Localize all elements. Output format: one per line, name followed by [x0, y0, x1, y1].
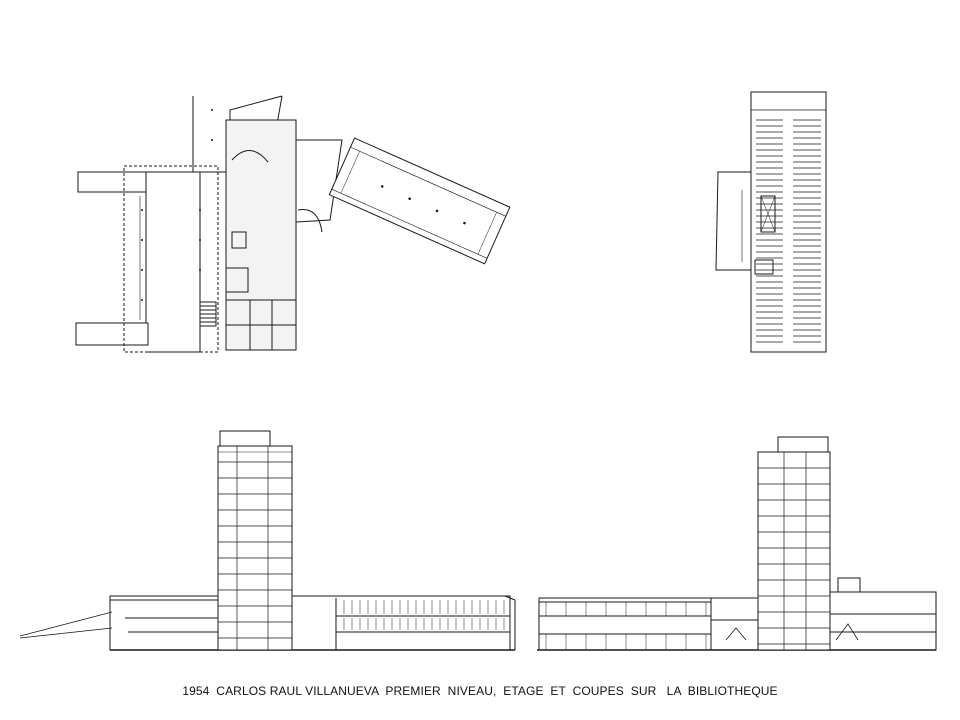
etage-stacks	[756, 120, 821, 342]
coupe1-right-end	[505, 596, 515, 600]
coupe1-tower-top	[220, 431, 270, 446]
coupe1-ramp	[20, 612, 112, 636]
etage-stair	[755, 260, 773, 274]
plan-central-block	[226, 120, 296, 350]
coupe1-right-block	[292, 596, 510, 650]
coupe2-annex-stair	[836, 624, 858, 640]
coupe1-left-wing	[110, 596, 218, 650]
plan-connector-curve	[298, 209, 322, 232]
coupe-2	[537, 437, 936, 650]
coupe1-tower	[218, 446, 292, 650]
plan-curved-wall	[232, 150, 268, 162]
plan-rotated-wing	[329, 138, 510, 264]
coupe2-stair	[726, 628, 746, 640]
coupe2-tower-floors	[758, 468, 830, 644]
plan-left-wing-dashed	[124, 166, 218, 352]
coupe2-right-annex	[830, 592, 936, 650]
plan-stair-core-2	[226, 268, 248, 292]
coupe2-annex-top	[838, 578, 860, 592]
etage-core	[761, 196, 775, 232]
etage-annex	[716, 172, 751, 270]
plan-left-wing	[146, 172, 200, 352]
coupe2-tower-top	[778, 437, 828, 452]
drawing-caption: 1954 CARLOS RAUL VILLANUEVA PREMIER NIVE…	[182, 684, 778, 698]
plan-columns	[141, 109, 213, 301]
coupe2-left-block	[539, 598, 711, 650]
plan-stair	[200, 302, 216, 326]
coupe1-windows	[344, 600, 504, 630]
coupe2-windows	[546, 602, 706, 650]
plan-stair-core	[232, 232, 246, 248]
plan-left-band-top	[78, 172, 146, 192]
plan-premier-niveau	[76, 96, 510, 352]
coupe2-mid-block	[711, 598, 758, 650]
coupe1-ramp-2	[20, 628, 112, 638]
coupe1-tower-floors	[218, 462, 292, 638]
plan-left-band-bottom	[76, 323, 148, 345]
coupe2-tower	[758, 452, 830, 650]
plan-etage	[716, 92, 826, 352]
coupe-1	[20, 431, 515, 650]
etage-core-x2	[761, 196, 775, 232]
